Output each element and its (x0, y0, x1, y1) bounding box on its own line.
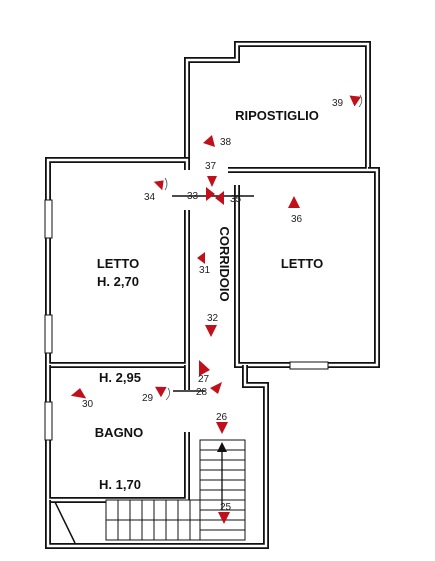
windows (44, 199, 329, 441)
window-left-1 (44, 199, 53, 239)
camera-marker-33[interactable]: 33 (187, 187, 215, 202)
camera-marker-31[interactable]: 31 (197, 252, 211, 276)
room-height-bagno-top: H. 2,95 (99, 370, 141, 385)
marker-label: 38 (220, 137, 232, 148)
diagonal-wall-line (54, 501, 76, 544)
marker-label: 35 (230, 194, 242, 205)
marker-label: 36 (291, 214, 303, 225)
room-label-letto-left: LETTO (97, 256, 139, 271)
marker-label: 26 (216, 412, 228, 423)
camera-viewpoint-icon (203, 135, 215, 147)
camera-marker-27[interactable]: 27 (198, 360, 210, 385)
room-label-bagno: BAGNO (95, 425, 143, 440)
camera-marker-28[interactable]: 28 (196, 382, 222, 398)
marker-label: 25 (220, 502, 232, 513)
camera-viewpoint-icon (218, 512, 230, 524)
camera-viewpoint-icon (205, 325, 217, 337)
camera-marker-26[interactable]: 26 (216, 412, 228, 434)
camera-viewpoint-icon (206, 187, 215, 201)
marker-label: 34 (144, 192, 156, 203)
camera-markers: 25 26 27 28 29 30 31 (70, 91, 364, 524)
marker-label: 29 (142, 393, 154, 404)
wall-letto-left-inner (46, 158, 189, 367)
camera-marker-29[interactable]: 29 (142, 382, 170, 404)
room-label-corridoio: CORRIDOIO (217, 226, 232, 301)
marker-label: 30 (82, 399, 94, 410)
walls (45, 41, 380, 549)
camera-viewpoint-icon (215, 191, 224, 205)
marker-label: 39 (332, 98, 344, 109)
marker-label: 32 (207, 313, 219, 324)
window-left-3 (44, 401, 53, 441)
room-labels: RIPOSTIGLIO LETTO H. 2,70 LETTO CORRIDOI… (95, 108, 323, 492)
camera-marker-32[interactable]: 32 (205, 313, 219, 337)
room-label-ripostiglio: RIPOSTIGLIO (235, 108, 319, 123)
camera-viewpoint-icon (199, 360, 210, 376)
staircase (105, 439, 246, 541)
room-label-letto-right: LETTO (281, 256, 323, 271)
wall-letto-right-inner (235, 168, 379, 367)
camera-marker-39[interactable]: 39 (332, 91, 364, 109)
camera-marker-36[interactable]: 36 (288, 196, 303, 225)
wall-stair-area-inner (46, 365, 268, 548)
camera-marker-34[interactable]: 34 (144, 176, 168, 203)
window-left-2 (44, 314, 53, 354)
camera-viewpoint-icon (70, 388, 87, 399)
camera-marker-25[interactable]: 25 (218, 502, 232, 524)
stair-arrow-up-icon (217, 442, 227, 452)
camera-marker-38[interactable]: 38 (203, 135, 232, 148)
camera-marker-37[interactable]: 37 (205, 161, 217, 187)
marker-label: 31 (199, 265, 211, 276)
camera-viewpoint-icon (210, 382, 222, 394)
camera-viewpoint-icon (288, 196, 300, 208)
camera-viewpoint-icon (216, 422, 228, 434)
room-height-letto-left: H. 2,70 (97, 274, 139, 289)
marker-label: 27 (198, 374, 210, 385)
camera-viewpoint-icon (349, 95, 362, 107)
marker-label: 37 (205, 161, 217, 172)
room-height-bagno-bottom: H. 1,70 (99, 477, 141, 492)
marker-label: 33 (187, 191, 199, 202)
window-bottom-right (289, 361, 329, 370)
camera-viewpoint-icon (155, 386, 167, 398)
camera-viewpoint-icon (197, 252, 205, 264)
camera-viewpoint-icon (153, 180, 164, 191)
marker-label: 28 (196, 387, 208, 398)
camera-viewpoint-icon (207, 176, 217, 187)
camera-marker-35[interactable]: 35 (215, 191, 242, 205)
camera-marker-30[interactable]: 30 (70, 388, 94, 410)
